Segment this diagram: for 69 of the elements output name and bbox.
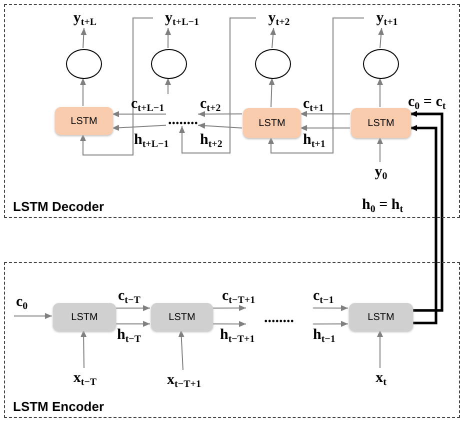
arrow [300,110,350,117]
edge-label: c$_{t−1}$ [313,289,334,306]
arrow [165,28,172,48]
output-circle [151,49,187,79]
variable-label: y$_{0}$ [369,163,393,183]
edge-label: h$_{t−1}$ [313,328,336,345]
edge-label: c$_{t+L−1}$ [131,97,164,114]
variable-label: ........ [167,113,199,127]
edge-label: c$_{t−T+1}$ [222,289,256,306]
variable-label: y$_{t+L−1}$ [154,9,210,29]
arrow [165,78,171,94]
arrow [112,111,166,118]
variable-label: y$_{t+L}$ [65,9,105,29]
variable-label: y$_{t+1}$ [365,9,409,29]
arrow [80,28,87,48]
lstm-block: LSTM [151,303,213,331]
ellipsis-label: ........ [264,311,294,326]
edge-label: h$_{t−T}$ [117,328,142,345]
arrow [377,330,383,368]
arrow [114,320,150,327]
lstm-block: LSTM [351,108,411,138]
arrow [14,313,52,319]
output-circle [255,49,291,79]
lstm-block: LSTM [349,303,413,331]
lstm-block: LSTM [243,108,301,138]
arrow [312,305,348,312]
lstm-block: LSTM [53,303,116,331]
edge-label: c$_{t+2}$ [200,97,221,114]
variable-label: x$_{t−T}$ [67,369,103,389]
edge-label: c$_{t−T}$ [118,289,140,306]
arrow [212,305,246,312]
arrow [378,28,384,48]
arrow [80,18,154,156]
arrow [377,136,383,162]
variable-label: x$_{t−T+1}$ [159,371,209,391]
arrow [179,18,256,154]
arrow [268,18,364,154]
arrow [112,124,166,131]
edge-label: h$_{t+2}$ [200,133,222,150]
arrow [178,330,184,370]
edge-label: h$_{t+1}$ [303,133,326,150]
variable-label: x$_{t}$ [369,369,393,389]
edge-label: c$_{0}$ [16,295,28,312]
lstm-block: LSTM [55,107,113,135]
variable-label: y$_{t+2}$ [257,9,301,29]
arrow [377,78,383,108]
arrow [114,305,150,312]
edge-label: c$_{t+1}$ [303,97,324,114]
edge-label: h$_{t+L−1}$ [134,133,169,150]
arrow [212,320,246,327]
arrow [312,320,348,327]
arrow [270,28,276,48]
arrow [80,330,87,368]
arrow [410,125,438,324]
edge-label: h$_{0}$ = h$_{t}$ [362,198,404,215]
edge-label: c$_{0}$ = c$_{t}$ [408,95,446,112]
panel-title: LSTM Encoder [13,399,104,414]
output-circle [363,49,399,79]
arrow [300,125,350,131]
dashed-panel [4,262,460,418]
arrow [410,110,444,312]
arrow [268,78,275,108]
edge-label: h$_{t−T+1}$ [220,328,255,345]
arrow [198,111,242,118]
arrow [80,78,86,106]
output-circle [66,49,102,79]
panel-title: LSTM Decoder [13,199,104,214]
dashed-panel [4,4,460,218]
arrow [198,122,242,129]
